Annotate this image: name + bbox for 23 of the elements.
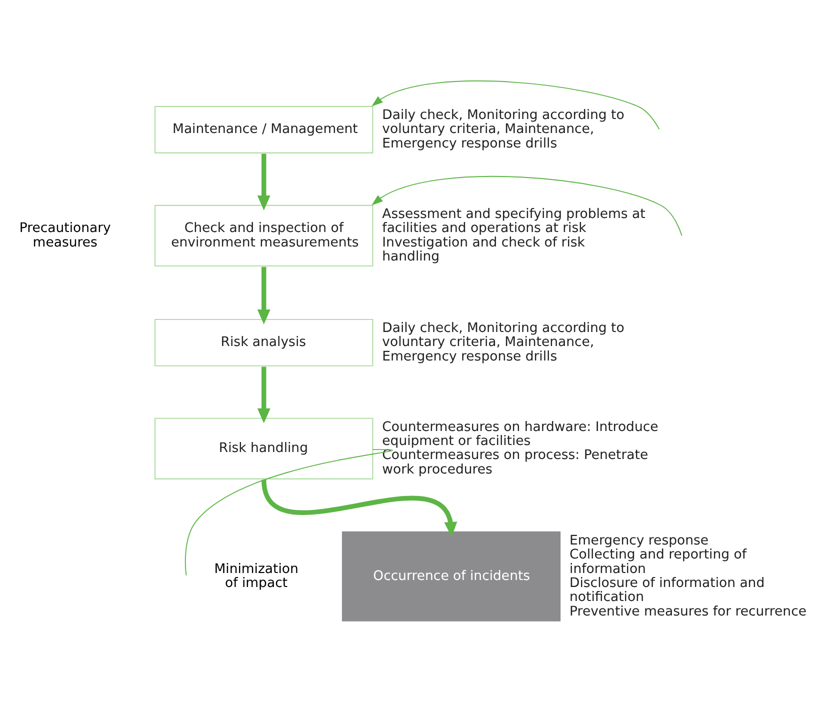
node-box: Risk handling bbox=[154, 418, 374, 480]
node-label: Assessment and specifying problems at facilities and operations at risk bbox=[382, 206, 646, 236]
arrow bbox=[372, 80, 660, 130]
node-box: Check and inspection of environment measurements bbox=[154, 204, 374, 266]
arrow bbox=[257, 154, 270, 210]
node-box: Maintenance / Management bbox=[154, 106, 374, 154]
node-label: Collecting and reporting of information bbox=[570, 548, 746, 577]
node-label: Daily check, Monitoring according to voluntary criteria, Maintenance, Emergency response drills bbox=[382, 108, 624, 152]
arrow bbox=[257, 266, 270, 324]
node-label: Investigation and check of risk handling bbox=[382, 235, 585, 264]
node-label: Disclosure of information and notification bbox=[570, 576, 765, 606]
node-label: Countermeasures on hardware: Introduce equipment or facilities bbox=[382, 420, 658, 450]
arrow bbox=[257, 366, 270, 424]
connector bbox=[184, 449, 394, 576]
arrow bbox=[262, 479, 458, 537]
arrow bbox=[372, 176, 682, 236]
label: Minimization of impact bbox=[214, 562, 298, 591]
node-box: Risk analysis bbox=[154, 318, 374, 366]
node-label: Emergency response bbox=[570, 533, 709, 548]
label: Precautionary measures bbox=[19, 221, 111, 250]
node-label: Countermeasures on process: Penetrate work procedures bbox=[382, 448, 648, 478]
node-label: Preventive measures for recurrence bbox=[570, 604, 807, 620]
node-label: Daily check, Monitoring according to voluntary criteria, Maintenance, Emergency response drills bbox=[382, 320, 624, 364]
